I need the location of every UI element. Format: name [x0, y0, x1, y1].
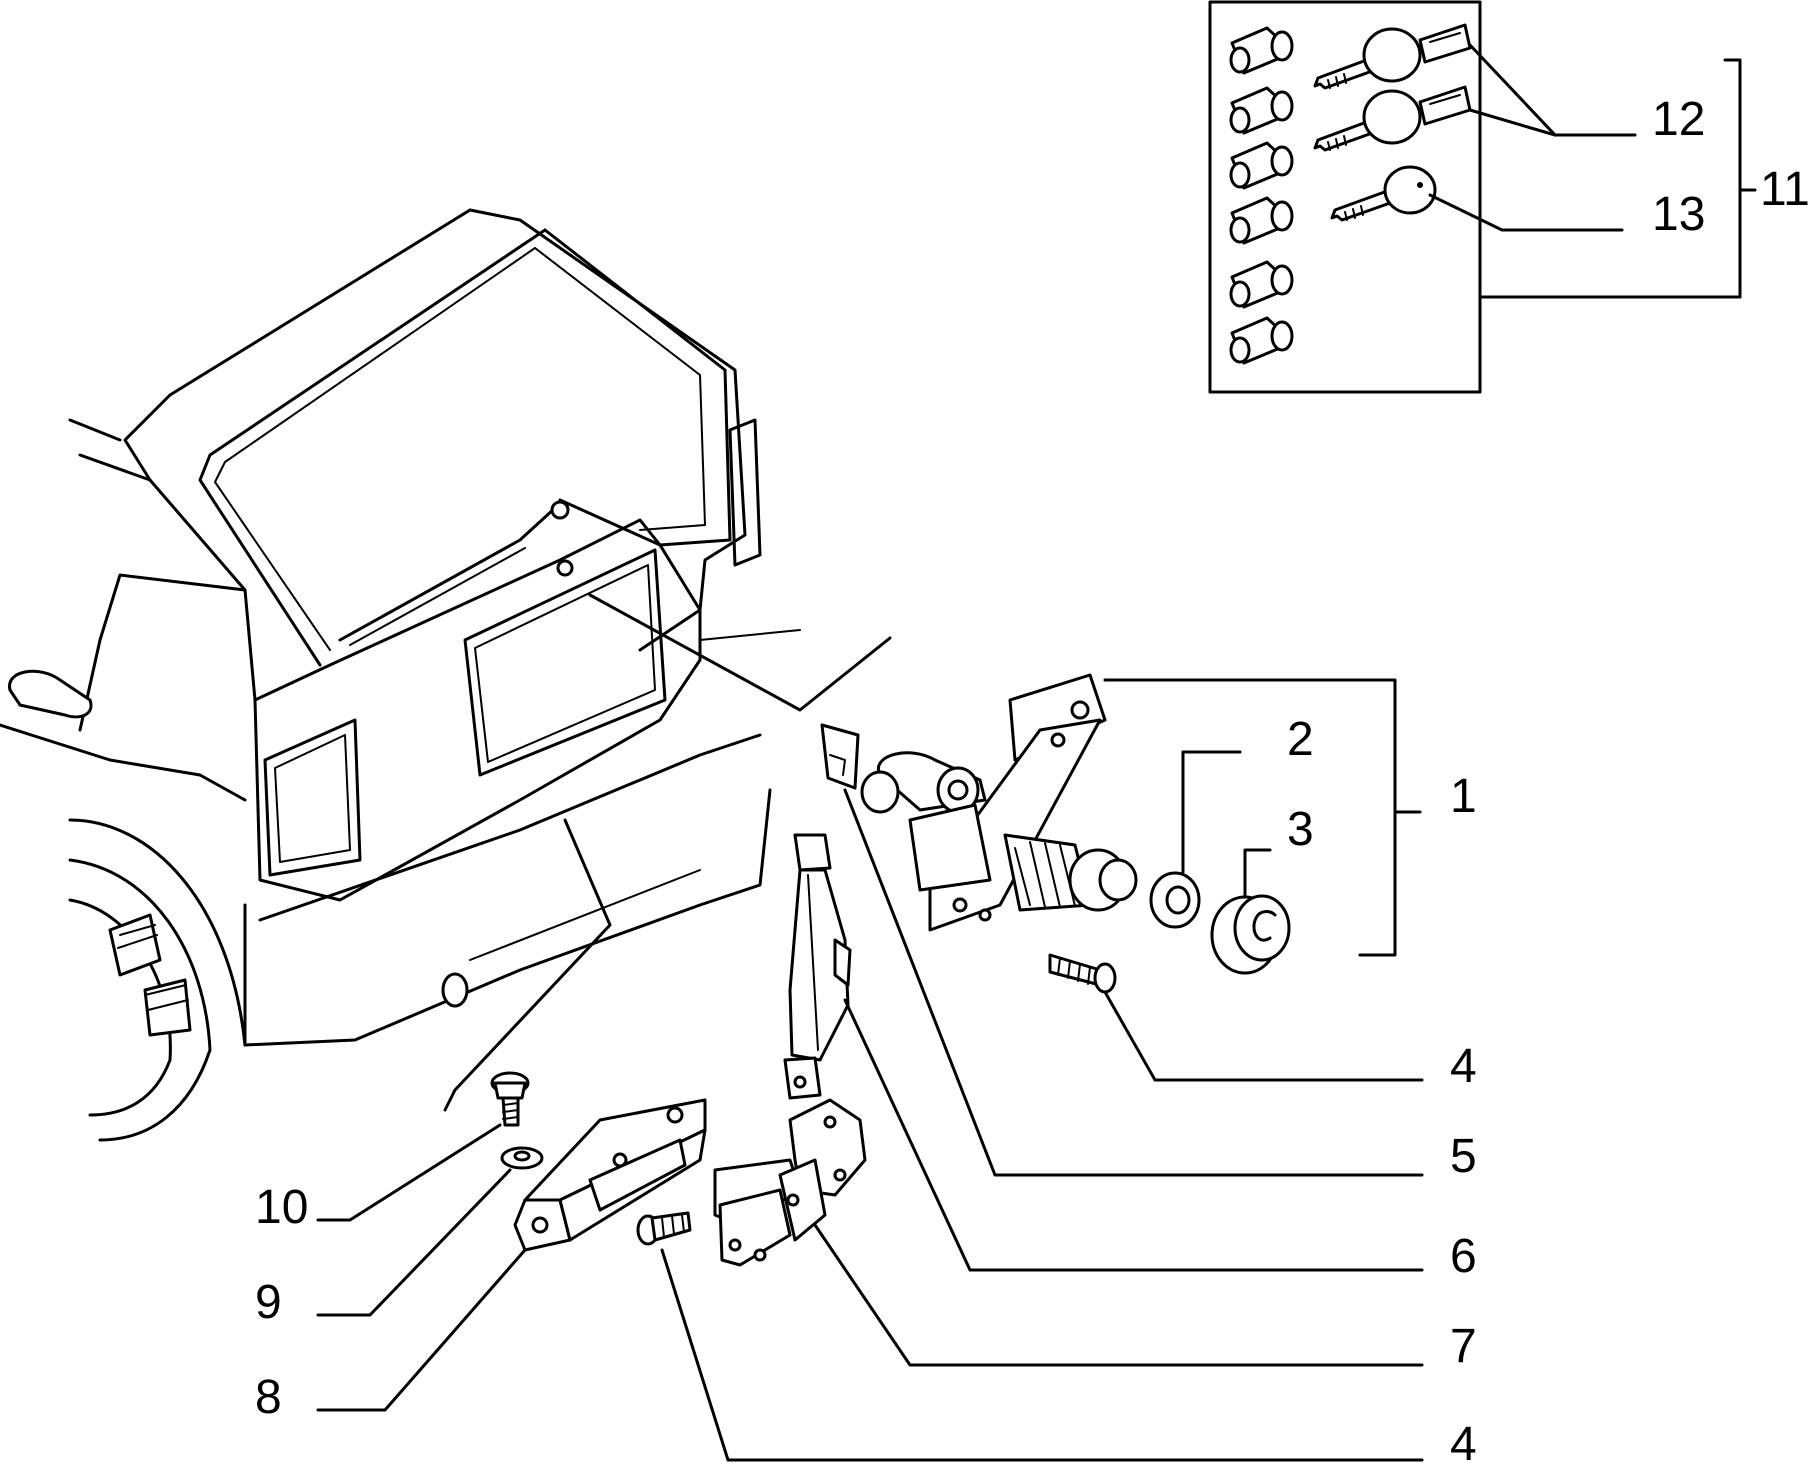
bolt-part: [316, 1071, 530, 1222]
striker-bracket-part: [713, 1098, 1424, 1367]
washer-part: [1149, 750, 1242, 929]
small-washer-part: [316, 1146, 544, 1317]
callout-10: 10: [255, 1181, 308, 1234]
callout-8: 8: [255, 1371, 282, 1424]
callout-13: 13: [1652, 188, 1705, 241]
callout-5: 5: [1450, 1130, 1477, 1183]
screw-part-lower: [636, 1211, 1424, 1462]
cover-cap-part: [1210, 848, 1291, 975]
screw-part-upper: [1048, 953, 1424, 1082]
callout-4-upper: 4: [1450, 1040, 1477, 1093]
callout-2: 2: [1287, 713, 1314, 766]
latch-part: [316, 1098, 707, 1412]
clip-part: [820, 723, 1424, 1177]
callout-12: 12: [1652, 93, 1705, 146]
key-with-tag-2: [1313, 85, 1557, 152]
callout-11: 11: [1760, 163, 1810, 216]
key-set-inset: [1208, 0, 1757, 394]
car-rear-illustration: [0, 208, 892, 1142]
callout-3: 3: [1287, 803, 1314, 856]
key-with-tag-1: [1313, 23, 1557, 137]
callout-1: 1: [1450, 770, 1477, 823]
control-rod-part: [783, 833, 1424, 1272]
callout-9: 9: [255, 1276, 282, 1329]
key-plain: [1330, 165, 1624, 232]
lock-cylinders: [1229, 26, 1294, 365]
callout-7: 7: [1450, 1320, 1477, 1373]
callout-6: 6: [1450, 1230, 1477, 1283]
lock-assembly-part: [860, 673, 1422, 957]
callout-4-lower: 4: [1450, 1418, 1477, 1463]
